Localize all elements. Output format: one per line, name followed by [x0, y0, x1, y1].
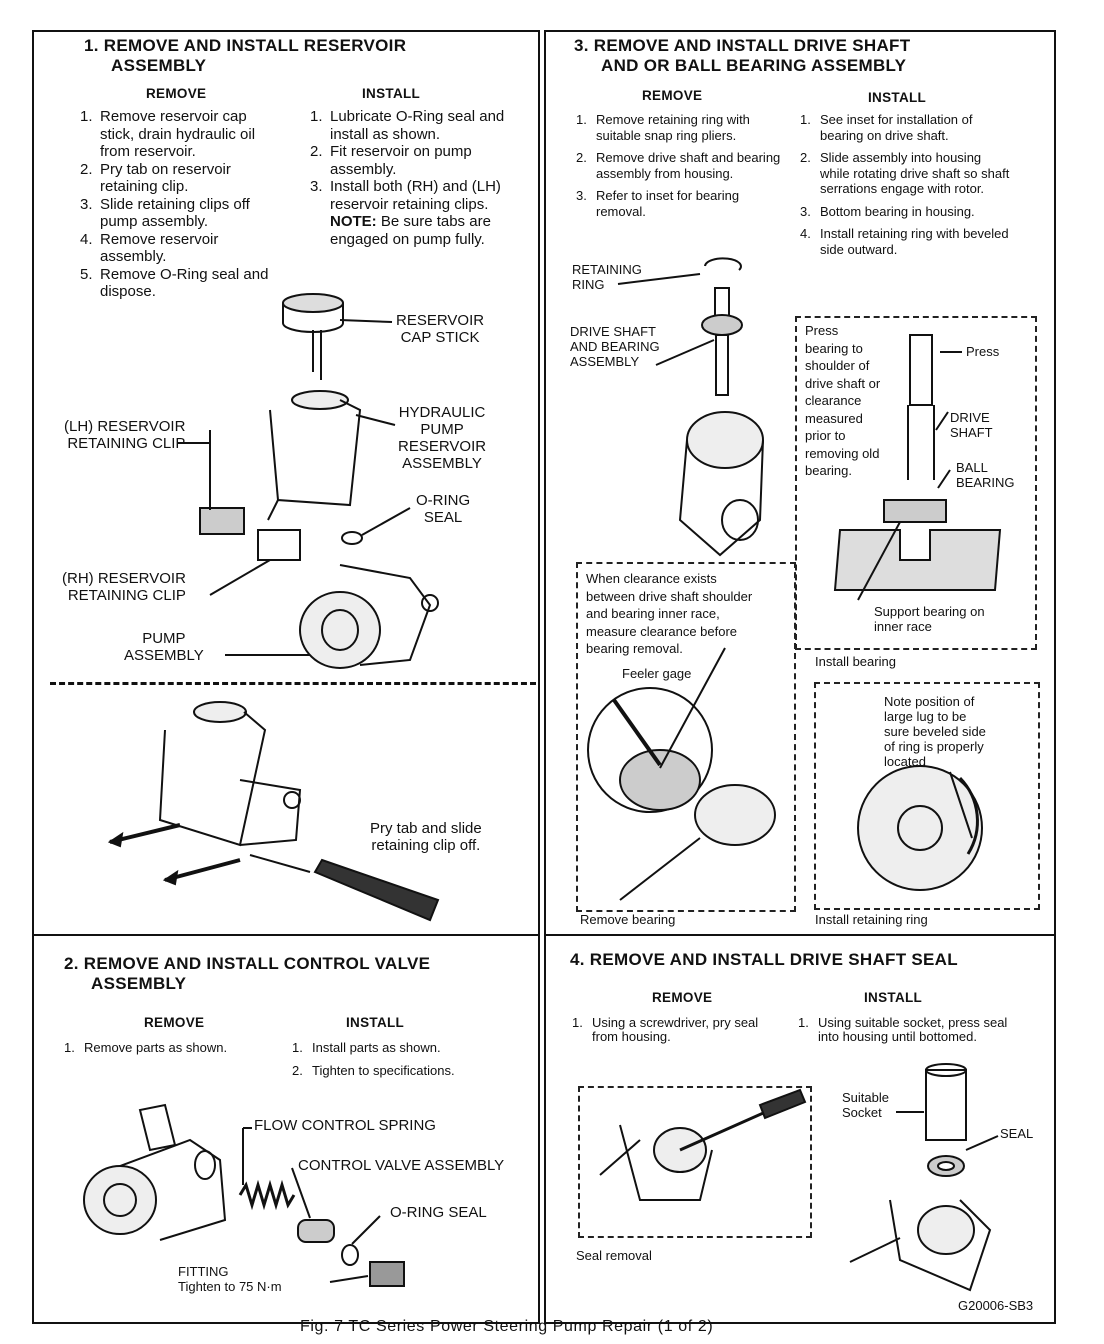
- section1-install-heading: INSTALL: [362, 86, 421, 101]
- label-clearance-note: When clearance exists between drive shaf…: [586, 571, 753, 656]
- section3-title: 3. REMOVE AND INSTALL DRIVE SHAFT AND OR…: [574, 36, 911, 75]
- figure-caption: Fig. 7 TC Series Power Steering Pump Rep…: [300, 1318, 714, 1335]
- list-item: 1.Using a screwdriver, pry seal from hou…: [572, 1015, 759, 1044]
- label-hydraulic-reservoir: HYDRAULIC PUMP RESERVOIR ASSEMBLY: [398, 404, 487, 472]
- list-item: 1.Remove parts as shown.: [64, 1040, 228, 1055]
- label-drive-shaft-assembly: DRIVE SHAFT AND BEARING ASSEMBLY: [570, 324, 660, 369]
- list-item: 1.Remove retaining ring with suitable sn…: [576, 112, 750, 143]
- label-seal-removal: Seal removal: [576, 1248, 652, 1263]
- section1-dashed-divider: [50, 682, 536, 685]
- list-item: 2.Fit reservoir on pump assembly.: [310, 143, 472, 178]
- divider-s1-s2: [32, 934, 538, 936]
- section1-remove-heading: REMOVE: [146, 86, 207, 101]
- label-support-bearing: Support bearing on inner race: [874, 604, 985, 634]
- list-item: 1.Using suitable socket, press seal into…: [798, 1015, 1008, 1044]
- section2-remove-steps: 1.Remove parts as shown.: [64, 1040, 284, 1063]
- label-suitable-socket: Suitable Socket: [842, 1090, 889, 1120]
- section4-remove-heading: REMOVE: [652, 990, 713, 1005]
- label-lh-clip: (LH) RESERVOIR RETAINING CLIP: [64, 418, 186, 452]
- divider-s3-s4: [544, 934, 1054, 936]
- list-item: 1.Lubricate O-Ring seal and install as s…: [310, 108, 505, 143]
- left-panel-frame: [32, 30, 540, 1324]
- list-item: 4.Install retaining ring with beveled si…: [800, 226, 1009, 257]
- section4-title: 4. REMOVE AND INSTALL DRIVE SHAFT SEAL: [570, 950, 958, 969]
- label-rh-clip: (RH) RESERVOIR RETAINING CLIP: [62, 570, 186, 604]
- section2-remove-heading: REMOVE: [144, 1015, 205, 1030]
- seal-removal-inset: [578, 1086, 812, 1238]
- section4-install-steps: 1.Using suitable socket, press seal into…: [798, 1016, 1028, 1051]
- section1-title: 1. REMOVE AND INSTALL RESERVOIR ASSEMBLY: [84, 36, 407, 75]
- list-item: 3.Slide retaining clips off pump assembl…: [80, 195, 250, 231]
- label-install-bearing: Install bearing: [815, 654, 896, 669]
- remove-bearing-inset: [576, 562, 796, 912]
- label-pry-tab: Pry tab and slide retaining clip off.: [370, 820, 482, 854]
- section2-install-steps: 1.Install parts as shown. 2.Tighten to s…: [292, 1040, 512, 1085]
- section1-install-steps: 1.Lubricate O-Ring seal and install as s…: [310, 108, 516, 248]
- section2-title: 2. REMOVE AND INSTALL CONTROL VALVE ASSE…: [64, 954, 431, 993]
- control-valve-illustration: [83, 1103, 405, 1287]
- label-reservoir-cap-stick: RESERVOIR CAP STICK: [396, 312, 485, 346]
- label-feeler-gage: Feeler gage: [622, 666, 692, 681]
- section3-install-heading: INSTALL: [868, 90, 927, 105]
- list-item: 2.Remove drive shaft and bearing assembl…: [576, 150, 781, 181]
- label-press: Press: [966, 344, 1000, 359]
- label-o-ring-seal: O-RING SEAL: [416, 492, 471, 526]
- label-press-note: Press bearing to shoulder of drive shaft…: [805, 323, 881, 478]
- label-lug-note: Note position of large lug to be sure be…: [884, 694, 986, 769]
- drive-shaft-illustration: [587, 257, 1002, 901]
- list-item: 3. Install both (RH) and (LH) reservoir …: [310, 178, 501, 248]
- list-item: 1.Remove reservoir cap stick, drain hydr…: [80, 108, 256, 160]
- label-retaining-ring: RETAINING RING: [572, 262, 642, 292]
- section3-remove-steps: 1.Remove retaining ring with suitable sn…: [576, 112, 786, 226]
- list-item: 1.See inset for installation of bearing …: [800, 112, 973, 143]
- section3-install-steps: 1.See inset for installation of bearing …: [800, 112, 1010, 264]
- note-label: NOTE:: [330, 213, 377, 230]
- list-item: 5.Remove O-Ring seal and dispose.: [80, 265, 269, 301]
- label-control-valve-assembly: CONTROL VALVE ASSEMBLY: [298, 1157, 505, 1174]
- list-item: 2.Pry tab on reservoir retaining clip.: [80, 160, 231, 196]
- list-item: 2.Tighten to specifications.: [292, 1062, 455, 1078]
- note-text: Be sure tabs are engaged on pump fully.: [330, 213, 491, 248]
- label-drive-shaft: DRIVE SHAFT: [950, 410, 993, 440]
- install-ring-inset: [814, 682, 1040, 910]
- reservoir-assembly-illustration: [107, 293, 440, 922]
- label-fitting: FITTING Tighten to 75 N·m: [178, 1264, 282, 1294]
- label-ball-bearing: BALL BEARING: [956, 460, 1015, 490]
- label-o-ring-seal-2: O-RING SEAL: [390, 1204, 487, 1221]
- right-panel-frame: [544, 30, 1056, 1324]
- section4-remove-steps: 1.Using a screwdriver, pry seal from hou…: [572, 1016, 782, 1051]
- label-seal: SEAL: [1000, 1126, 1034, 1141]
- install-bearing-inset: [795, 316, 1037, 650]
- list-item: 3.Refer to inset for bearing removal.: [576, 188, 740, 219]
- section2-install-heading: INSTALL: [346, 1015, 405, 1030]
- figure-id: G20006-SB3: [958, 1298, 1034, 1313]
- label-flow-control-spring: FLOW CONTROL SPRING: [254, 1117, 436, 1134]
- label-install-retaining-ring: Install retaining ring: [815, 912, 928, 927]
- list-item: 4.Remove reservoir assembly.: [80, 230, 219, 266]
- section3-remove-heading: REMOVE: [642, 88, 703, 103]
- list-item: 2.Slide assembly into housing while rota…: [800, 150, 1010, 196]
- list-item: 3.Bottom bearing in housing.: [800, 203, 975, 219]
- list-item: 1.Install parts as shown.: [292, 1040, 441, 1055]
- label-remove-bearing: Remove bearing: [580, 912, 676, 927]
- label-pump-assembly: PUMP ASSEMBLY: [124, 630, 204, 664]
- section4-install-heading: INSTALL: [864, 990, 923, 1005]
- section1-remove-steps: 1.Remove reservoir cap stick, drain hydr…: [80, 108, 276, 301]
